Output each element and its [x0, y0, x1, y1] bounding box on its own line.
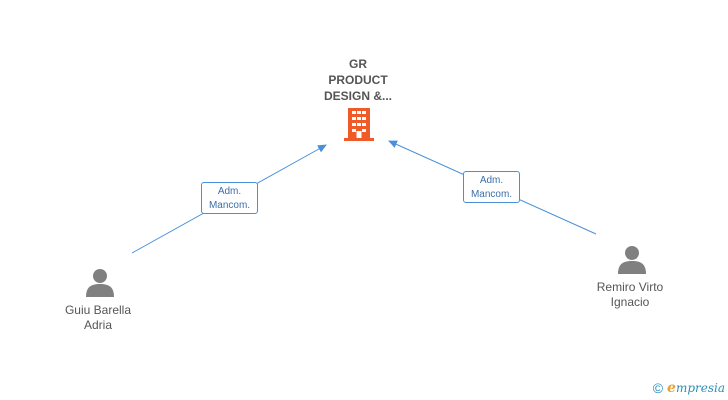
- edge-label-line: Adm.: [217, 186, 242, 197]
- person-icon[interactable]: [618, 246, 646, 274]
- person-name-line: Guiu Barella: [64, 303, 132, 317]
- person-icon[interactable]: [86, 269, 114, 297]
- edge-label-line: Mancom.: [470, 189, 513, 200]
- person-name-remiro[interactable]: Remiro Virto Ignacio: [570, 280, 690, 310]
- person-name-line: Adria: [83, 318, 112, 332]
- brand-rest: mpresia: [675, 381, 725, 395]
- company-name-line: PRODUCT: [328, 73, 388, 87]
- company-name[interactable]: GR PRODUCT DESIGN &...: [298, 56, 418, 104]
- edge-label-guiu: Adm. Mancom.: [201, 182, 258, 214]
- edge-label-remiro: Adm. Mancom.: [463, 171, 520, 203]
- person-name-line: Remiro Virto: [596, 280, 664, 294]
- brand-logo: empresia: [667, 380, 725, 396]
- person-name-guiu[interactable]: Guiu Barella Adria: [38, 303, 158, 333]
- person-name-line: Ignacio: [610, 295, 650, 309]
- company-name-line: GR: [349, 57, 367, 71]
- edge-label-line: Adm.: [479, 175, 504, 186]
- company-name-line: DESIGN &...: [323, 89, 392, 103]
- building-icon[interactable]: [344, 108, 374, 141]
- copyright-symbol: ©: [652, 380, 664, 396]
- brand-footer[interactable]: © empresia: [653, 380, 725, 396]
- edge-label-line: Mancom.: [208, 200, 251, 211]
- brand-first-letter: e: [667, 380, 676, 396]
